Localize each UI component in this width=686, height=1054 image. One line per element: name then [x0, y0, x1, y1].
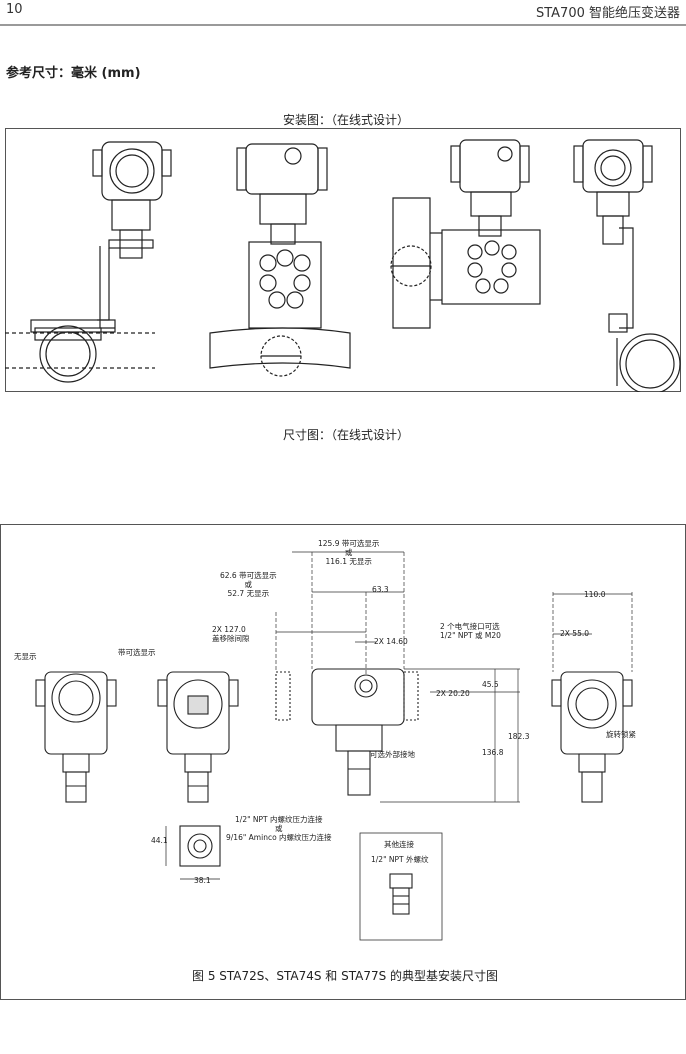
- other-connection-box: [359, 832, 443, 941]
- conduit-line2: 1/2" NPT 或 M20: [440, 631, 501, 640]
- install-drawing-vertical-pipe: [390, 139, 541, 329]
- label-dim-55-0: 2X 55.0: [560, 629, 589, 638]
- label-dim-20-20: 2X 20.20: [436, 689, 470, 698]
- label-rotation-lock: 旋转锁紧: [606, 730, 636, 739]
- label-dim-136-8: 136.8: [482, 748, 504, 757]
- transmitter-side-dimensions: [275, 668, 419, 796]
- label-dim-62-6: 62.6 带可选显示 或 52.7 无显示: [220, 571, 277, 598]
- label-npt-connection: 1/2" NPT 内螺纹压力连接 或 9/16" Aminco 内螺纹压力连接: [226, 815, 332, 842]
- pressure-connection-detail: [165, 825, 221, 880]
- reference-units-label: 参考尺寸：: [6, 66, 72, 81]
- dim-62-line1: 62.6 带可选显示: [220, 571, 277, 580]
- label-dim-110-0: 110.0: [584, 590, 606, 599]
- dimension-caption: 尺寸图：（在线式设计）: [283, 428, 410, 442]
- transmitter-right-view: [551, 671, 633, 803]
- external-thread-fitting: [389, 873, 413, 915]
- npt-conn-line1: 1/2" NPT 内螺纹压力连接: [235, 815, 323, 824]
- label-dim-182-3: 182.3: [508, 732, 530, 741]
- label-dim-45-5: 45.5: [482, 680, 499, 689]
- label-dim-63-3: 63.3: [372, 585, 389, 594]
- transmitter-no-display: [35, 671, 117, 803]
- transmitter-with-display: [157, 671, 239, 803]
- reference-units-value: 毫米 (mm): [71, 66, 141, 81]
- dim-127-line1: 2X 127.0: [212, 625, 246, 634]
- document-title: STA700 智能绝压变送器: [535, 6, 680, 21]
- label-no-display: 无显示: [14, 652, 37, 661]
- conduit-line1: 2 个电气接口可选: [440, 622, 500, 631]
- dim-125-line2: 或: [344, 548, 353, 557]
- dimension-drawings: [0, 524, 686, 1000]
- label-with-display: 带可选显示: [118, 648, 156, 657]
- label-dim-44-1: 44.1: [151, 836, 168, 845]
- install-drawing-side-view: [573, 139, 681, 392]
- npt-conn-line3: 9/16" Aminco 内螺纹压力连接: [226, 833, 332, 842]
- dim-125-line3: 116.1 无显示: [325, 557, 372, 566]
- reference-units: 参考尺寸：毫米 (mm): [6, 62, 141, 81]
- label-other-connection: 其他连接: [384, 840, 414, 849]
- dim-127-line2: 盖移除间隙: [212, 634, 250, 643]
- label-conduit: 2 个电气接口可选 1/2" NPT 或 M20: [440, 622, 501, 640]
- dimension-lines: [275, 551, 633, 803]
- install-drawing-front-view: [209, 143, 351, 377]
- dim-62-line3: 52.7 无显示: [227, 589, 270, 598]
- label-dim-38-1: 38.1: [194, 876, 211, 885]
- install-caption: 安装图：（在线式设计）: [283, 113, 410, 127]
- label-external-ground: 可选外部接地: [370, 750, 415, 759]
- label-dim-127: 2X 127.0 盖移除间隙: [212, 625, 250, 643]
- header-rule: [0, 24, 686, 26]
- installation-drawings: [5, 128, 681, 392]
- label-dim-125-9: 125.9 带可选显示 或 116.1 无显示: [318, 539, 379, 566]
- npt-conn-line2: 或: [275, 824, 283, 833]
- install-drawing-horizontal-pipe: [5, 141, 172, 383]
- figure-caption: 图 5 STA72S、STA74S 和 STA77S 的典型基安装尺寸图: [192, 969, 499, 983]
- dim-125-line1: 125.9 带可选显示: [318, 539, 380, 548]
- dim-62-line2: 或: [244, 580, 253, 589]
- page-number: 10: [6, 2, 23, 17]
- label-dim-14-60: 2X 14.60: [374, 637, 408, 646]
- label-external-thread: 1/2" NPT 外螺纹: [371, 855, 429, 864]
